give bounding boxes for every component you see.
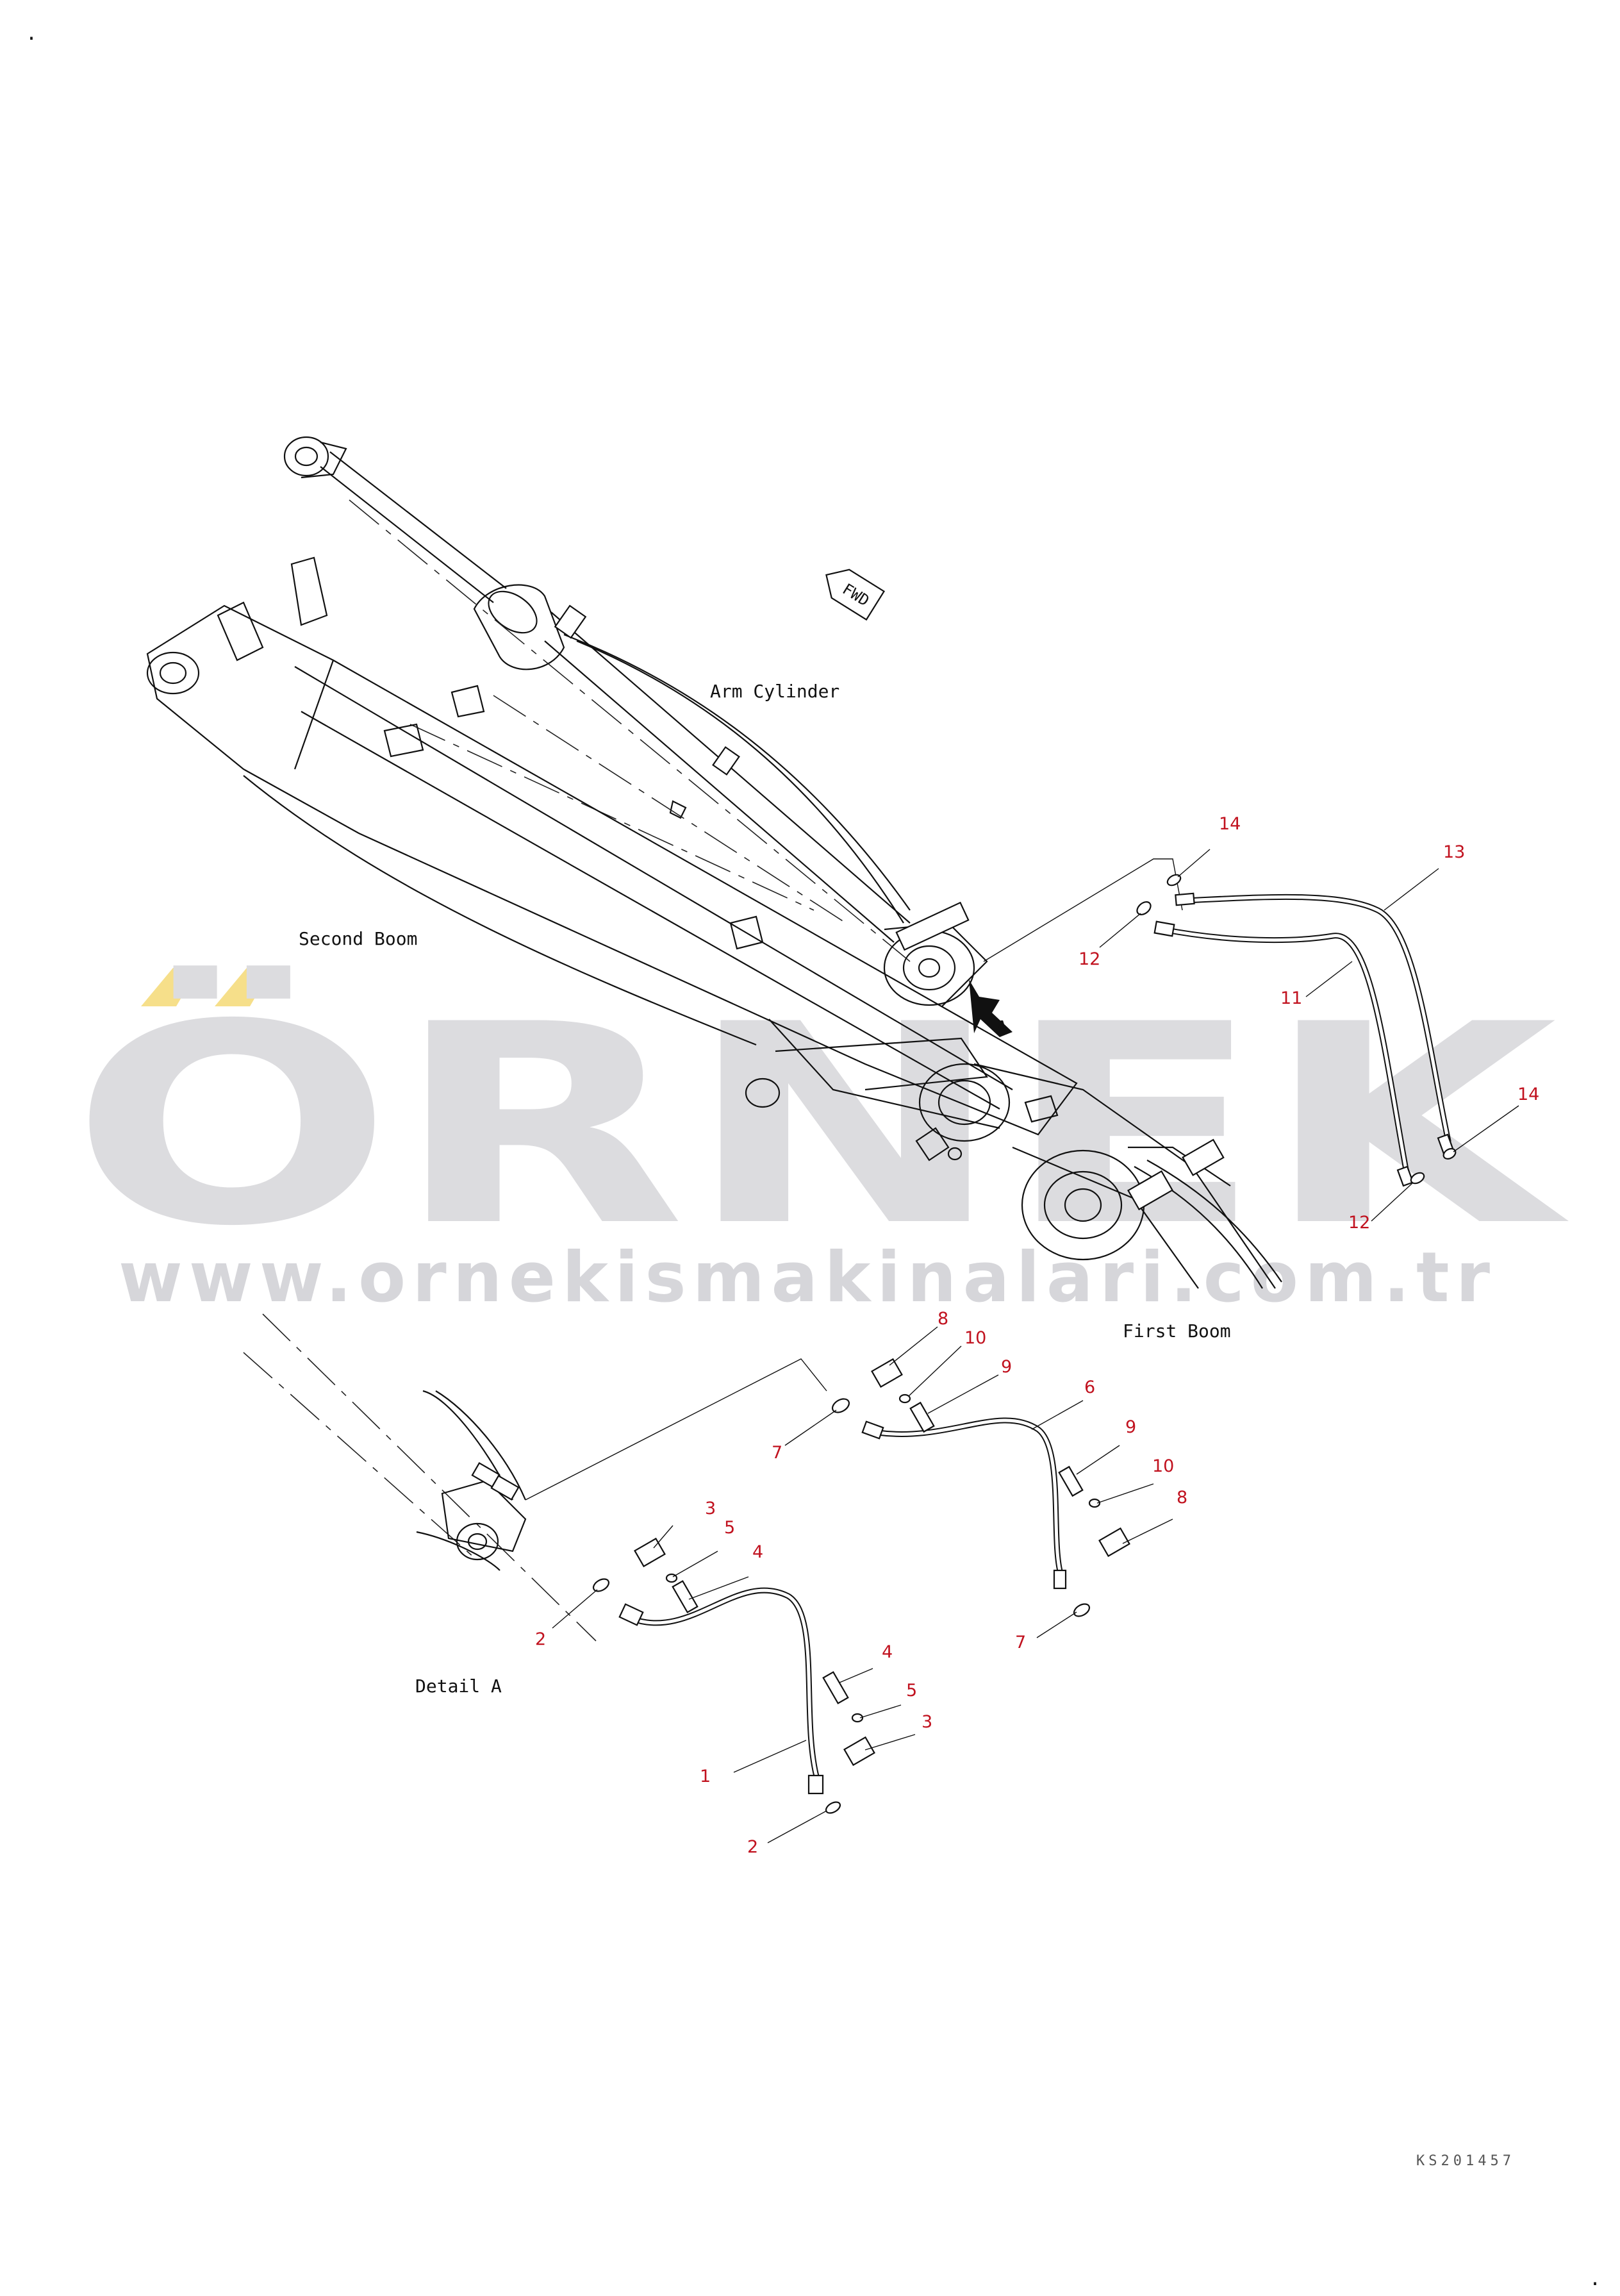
callout-10-upper: 10 <box>964 1328 986 1348</box>
hose-6-group <box>831 1358 1130 1617</box>
callout-12-lower: 12 <box>1348 1213 1370 1233</box>
watermark-brand: ÖRNEK <box>70 963 1571 1286</box>
watermark-umlaut-left <box>141 968 199 1006</box>
watermark: ÖRNEK www.ornekismakinalari.com.tr <box>70 963 1571 1318</box>
detail-a-marker: A <box>996 1017 1007 1038</box>
watermark-umlaut-right <box>215 968 272 1006</box>
callout-5-lower: 5 <box>906 1681 917 1701</box>
callout-9-upper: 9 <box>1001 1357 1012 1377</box>
callout-7-lower: 7 <box>1015 1633 1026 1652</box>
callout-14-lower: 14 <box>1517 1085 1539 1104</box>
callout-1: 1 <box>700 1767 711 1786</box>
hoses-11-13 <box>1136 874 1457 1187</box>
callout-13: 13 <box>1443 842 1465 862</box>
callout-leaders <box>552 849 1519 1843</box>
detail-a-arrow: A <box>969 979 1012 1038</box>
callout-3-lower: 3 <box>922 1712 932 1732</box>
callout-2-lower: 2 <box>747 1837 758 1857</box>
detail-a-drawing <box>416 1358 827 1571</box>
label-first-boom: First Boom <box>1123 1320 1231 1342</box>
drawing-code: KS201457 <box>1416 2153 1515 2169</box>
centre-lines <box>243 499 911 1642</box>
callout-7-upper: 7 <box>772 1443 782 1463</box>
first-boom-drawing <box>883 901 1282 1289</box>
hose-1-group <box>592 1537 875 1814</box>
callout-4-upper: 4 <box>752 1542 763 1562</box>
corner-mark-bottom-right: . <box>1589 2268 1601 2290</box>
callout-9-lower: 9 <box>1125 1417 1136 1437</box>
corner-mark-top-left: . <box>26 22 37 45</box>
callout-2-upper: 2 <box>535 1629 546 1649</box>
callout-8-upper: 8 <box>938 1309 948 1329</box>
callout-10-lower: 10 <box>1152 1456 1174 1476</box>
callout-5-upper: 5 <box>724 1518 735 1538</box>
callout-14-upper: 14 <box>1219 814 1241 834</box>
callout-11: 11 <box>1280 988 1302 1008</box>
label-arm-cylinder: Arm Cylinder <box>710 681 839 702</box>
second-boom-drawing <box>146 556 1078 1136</box>
callout-8-lower: 8 <box>1177 1488 1187 1508</box>
callout-4-lower: 4 <box>882 1642 893 1662</box>
callout-3-upper: 3 <box>705 1499 716 1518</box>
callout-6: 6 <box>1084 1377 1095 1397</box>
watermark-url: www.ornekismakinalari.com.tr <box>119 1238 1490 1318</box>
label-second-boom: Second Boom <box>299 928 417 949</box>
fwd-tag: FWD <box>825 569 886 621</box>
callouts: 14 13 12 11 14 12 8 10 9 6 7 9 10 8 7 3 … <box>535 814 1539 1857</box>
arm-cylinder-drawing <box>283 436 911 943</box>
leader-detail-hoses <box>983 858 1183 962</box>
callout-12-upper: 12 <box>1079 949 1100 969</box>
label-detail-a: Detail A <box>415 1676 502 1697</box>
